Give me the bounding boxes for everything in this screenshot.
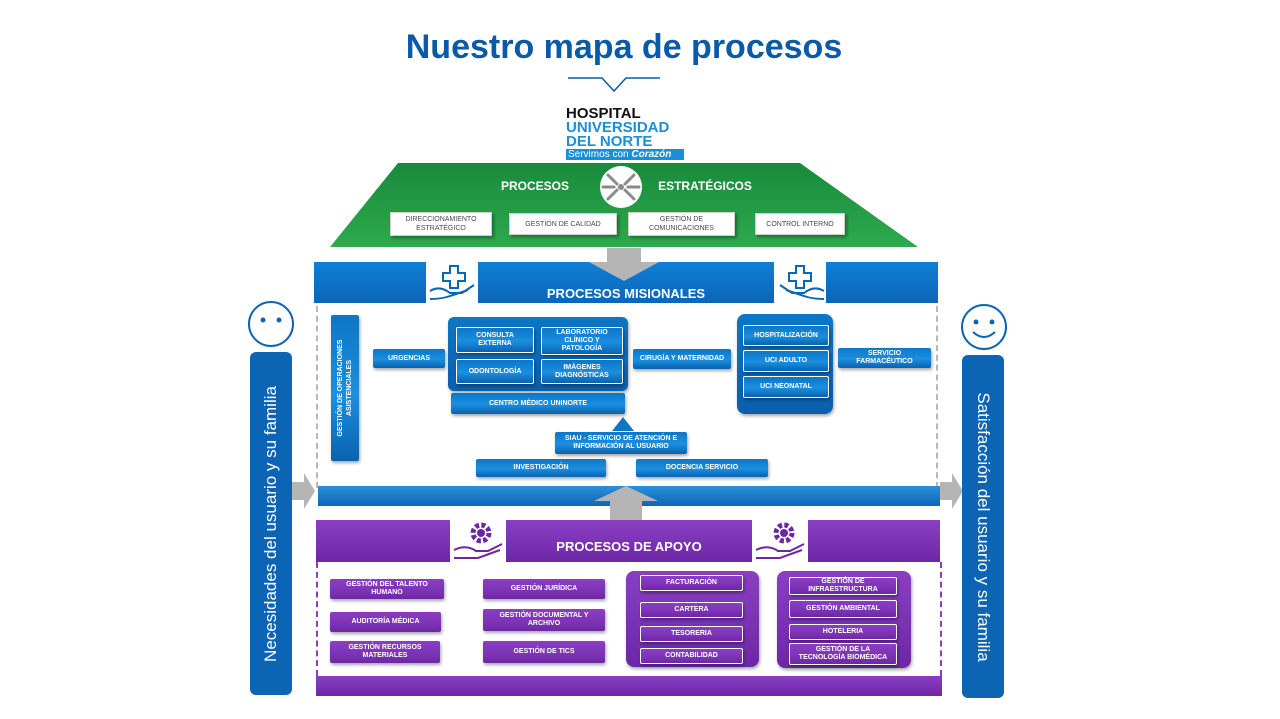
laboratorio-box: LABORATORIO CLÍNICO Y PATOLOGÍA xyxy=(541,327,623,355)
misional-banner-right xyxy=(826,262,938,303)
apoyo-talento-humano: GESTIÓN DEL TALENTO HUMANO xyxy=(330,579,444,599)
strategic-label-right: ESTRATÉGICOS xyxy=(658,179,752,193)
page-title: Nuestro mapa de procesos xyxy=(405,28,843,66)
apoyo-label: PROCESOS DE APOYO xyxy=(556,539,702,554)
gear-hand-icon xyxy=(755,522,805,559)
hospitalizacion-box: HOSPITALIZACIÓN xyxy=(743,325,829,346)
apoyo-juridica: GESTIÓN JURÍDICA xyxy=(483,579,605,599)
siau-box: SIAU - SERVICIO DE ATENCIÓN E INFORMACIÓ… xyxy=(555,432,687,454)
imagenes-box: IMÁGENES DIAGNÓSTICAS xyxy=(541,359,623,384)
side-pill-right: Satisfacción del usuario y su familia xyxy=(962,355,1004,698)
apoyo-documental: GESTIÓN DOCUMENTAL Y ARCHIVO xyxy=(483,609,605,631)
chevron-down-icon xyxy=(568,77,660,93)
strategic-item-comunicaciones: GESTIÓN DE COMUNICACIONES xyxy=(628,212,735,236)
apoyo-hoteleria: HOTELERIA xyxy=(789,624,897,640)
side-label-left: Necesidades del usuario y su familia xyxy=(261,385,280,662)
apoyo-tics: GESTIÓN DE TICS xyxy=(483,641,605,663)
uci-neonatal-box: UCI NEONATAL xyxy=(743,376,829,398)
side-label-right: Satisfacción del usuario y su familia xyxy=(974,391,993,662)
misional-label: PROCESOS MISIONALES xyxy=(546,286,706,301)
apoyo-facturacion: FACTURACIÓN xyxy=(640,575,743,591)
cirugia-box: CIRUGÍA Y MATERNIDAD xyxy=(633,349,731,369)
consulta-externa-box: CONSULTA EXTERNA xyxy=(456,327,534,353)
apoyo-ambiental: GESTIÓN AMBIENTAL xyxy=(789,600,897,618)
apoyo-recursos-materiales: GESTIÓN RECURSOS MATERIALES xyxy=(330,641,440,663)
logo-line-hospital: HOSPITAL xyxy=(566,105,641,122)
uci-adulto-box: UCI ADULTO xyxy=(743,350,829,372)
gear-hand-icon xyxy=(453,522,503,559)
strategic-label-left: PROCESOS xyxy=(500,179,569,193)
gestion-operaciones-box: GESTIÓN DE OPERACIONES ASISTENCIALES xyxy=(331,315,359,461)
misional-banner-left xyxy=(314,262,426,303)
strategic-item-control-interno: CONTROL INTERNO xyxy=(755,213,845,235)
investigacion-box: INVESTIGACIÓN xyxy=(476,459,606,477)
apoyo-banner-right xyxy=(808,520,940,562)
odontologia-box: ODONTOLOGÍA xyxy=(456,359,534,384)
centro-medico-box: CENTRO MÉDICO UNINORTE xyxy=(451,393,625,414)
apoyo-infraestructura: GESTIÓN DE INFRAESTRUCTURA xyxy=(789,577,897,595)
arrow-right-icon xyxy=(292,473,315,509)
apoyo-area xyxy=(316,562,942,676)
logo-line-norte: DEL NORTE xyxy=(566,133,653,150)
farmaceutico-box: SERVICIO FARMACÉUTICO xyxy=(838,348,931,368)
logo-line-universidad: UNIVERSIDAD xyxy=(566,119,670,136)
strategic-item-calidad: GESTIÓN DE CALIDAD xyxy=(509,213,617,235)
apoyo-contabilidad: CONTABILIDAD xyxy=(640,648,743,664)
arrow-down-icon xyxy=(589,248,659,281)
apoyo-auditoria: AUDITORÍA MÉDICA xyxy=(330,612,441,632)
hospital-logo: HOSPITAL UNIVERSIDAD DEL NORTE Servimos … xyxy=(566,105,696,160)
apoyo-banner-center xyxy=(506,520,752,562)
side-pill-left: Necesidades del usuario y su familia xyxy=(250,352,292,695)
apoyo-banner-left xyxy=(316,520,450,562)
arrow-up-icon xyxy=(612,417,634,431)
docencia-box: DOCENCIA SERVICIO xyxy=(636,459,768,477)
arrow-up-icon xyxy=(594,486,658,520)
strategic-item-direccionamiento: DIRECCIONAMIENTO ESTRATÉGICO xyxy=(390,212,492,236)
hand-cross-icon xyxy=(429,265,475,300)
logo-tagline: Servimos con Corazón xyxy=(566,149,684,160)
arrows-converge-icon xyxy=(600,166,642,208)
urgencias-box: URGENCIAS xyxy=(373,349,445,368)
apoyo-tecnologia-biomedica: GESTIÓN DE LA TECNOLOGÍA BIOMÉDICA xyxy=(789,643,897,665)
arrow-right-icon xyxy=(940,473,963,509)
apoyo-tesoreria: TESORERIA xyxy=(640,626,743,642)
misional-area xyxy=(316,306,938,488)
neutral-face-icon xyxy=(248,301,294,347)
apoyo-base-bar xyxy=(316,676,942,696)
smiley-face-icon xyxy=(961,304,1007,350)
gestion-operaciones-label: GESTIÓN DE OPERACIONES ASISTENCIALES xyxy=(337,339,353,437)
apoyo-cartera: CARTERA xyxy=(640,602,743,618)
hand-cross-icon xyxy=(779,265,825,300)
